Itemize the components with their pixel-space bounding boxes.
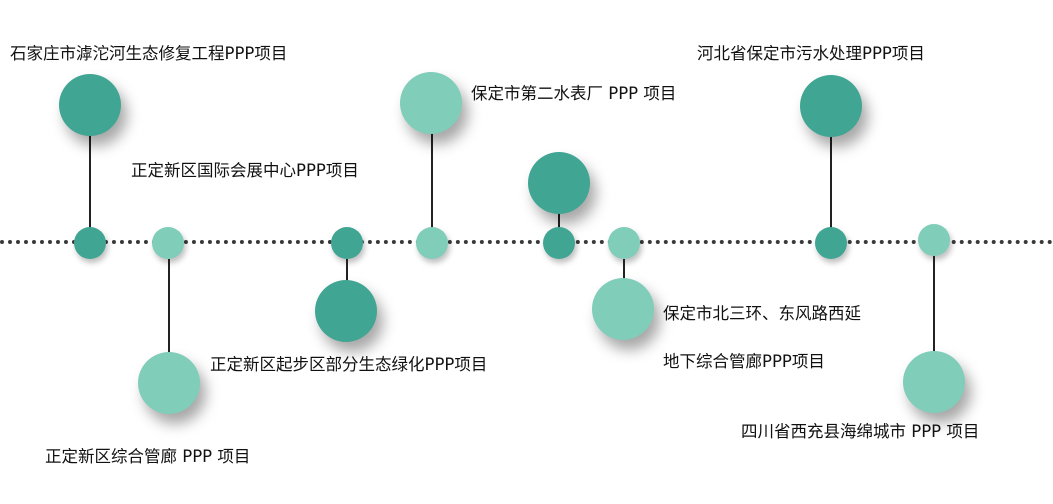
connector-line-2 (168, 259, 170, 354)
project-1-label: 石家庄市滹沱河生态修复工程PPP项目 (10, 44, 288, 63)
project-3-label: 正定新区国际会展中心PPP项目 (131, 161, 359, 180)
project-4-circle (315, 280, 377, 342)
project-5-circle (400, 72, 462, 134)
timeline-node-3 (331, 227, 363, 259)
project-2-label: 正定新区综合管廊 PPP 项目 (45, 447, 251, 466)
project-7-label: 河北省保定市污水处理PPP项目 (697, 44, 925, 63)
project-4-label: 正定新区起步区部分生态绿化PPP项目 (210, 355, 488, 374)
project-8-circle (903, 351, 965, 413)
project-6-circle (592, 278, 654, 340)
timeline-node-center (543, 227, 575, 259)
project-7-circle (800, 75, 862, 137)
project-6-label-line1: 保定市北三环、东风路西延 (663, 304, 861, 323)
project-1-circle (59, 74, 121, 136)
project-8-label: 四川省西充县海绵城市 PPP 项目 (741, 422, 980, 441)
project-2-circle (138, 352, 200, 414)
connector-line-5 (431, 130, 433, 230)
connector-line-8 (933, 256, 935, 354)
center-circle (528, 152, 590, 214)
timeline-dotted-line (0, 240, 1053, 244)
project-5-label: 保定市第二水表厂 PPP 项目 (471, 84, 677, 103)
timeline-node-2 (152, 227, 184, 259)
connector-line-6 (623, 259, 625, 281)
connector-line-7 (830, 130, 832, 230)
project-6-label-line2: 地下综合管廊PPP项目 (663, 352, 825, 371)
connector-line-4 (346, 259, 348, 283)
timeline-node-1 (74, 227, 106, 259)
timeline-node-6 (608, 227, 640, 259)
timeline-node-8 (918, 224, 950, 256)
connector-line-center (558, 205, 560, 230)
connector-line-1 (89, 120, 91, 230)
timeline-node-5 (416, 227, 448, 259)
timeline-node-7 (815, 227, 847, 259)
